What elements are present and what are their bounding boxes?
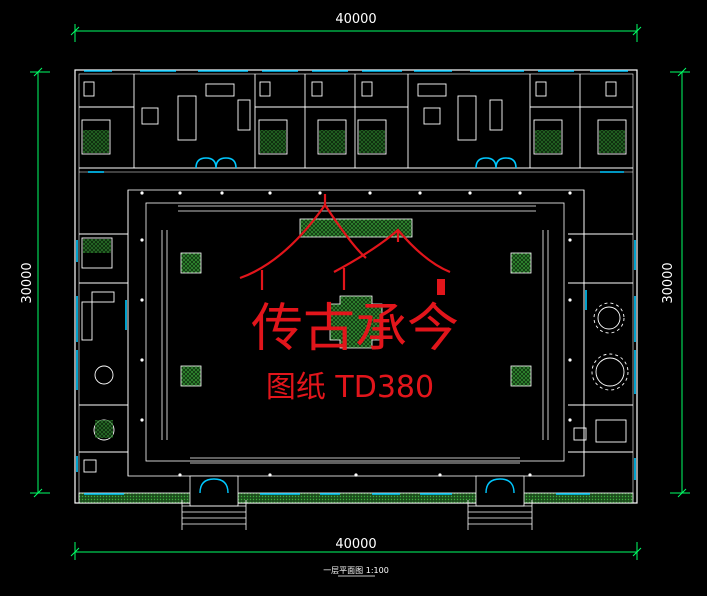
dimension-right bbox=[670, 67, 690, 498]
north-windows bbox=[84, 70, 628, 173]
west-windows bbox=[76, 240, 127, 472]
west-wing bbox=[79, 190, 129, 476]
west-hatches bbox=[83, 239, 113, 438]
dimension-bottom-label: 40000 bbox=[335, 537, 376, 552]
dimension-left bbox=[30, 67, 50, 498]
watermark-roof-icon bbox=[239, 194, 451, 295]
north-bed-hatches bbox=[83, 130, 625, 153]
watermark-brand: 传古承今 bbox=[251, 299, 459, 359]
east-windows bbox=[585, 240, 636, 480]
dimension-top bbox=[70, 24, 642, 42]
dimension-right-label: 30000 bbox=[661, 262, 676, 303]
dimension-top-label: 40000 bbox=[335, 12, 376, 27]
watermark-code: 图纸 TD380 bbox=[266, 370, 434, 405]
dimension-left-label: 30000 bbox=[20, 262, 35, 303]
dimension-bottom bbox=[70, 542, 642, 560]
corridor-columns bbox=[140, 191, 572, 477]
south-doors bbox=[84, 478, 590, 495]
north-wing bbox=[79, 74, 633, 173]
east-wing bbox=[568, 190, 633, 476]
courtyard-planters bbox=[180, 218, 532, 387]
south-frontage bbox=[78, 475, 634, 530]
drawing-title: 一层平面图 1:100 bbox=[323, 566, 389, 575]
